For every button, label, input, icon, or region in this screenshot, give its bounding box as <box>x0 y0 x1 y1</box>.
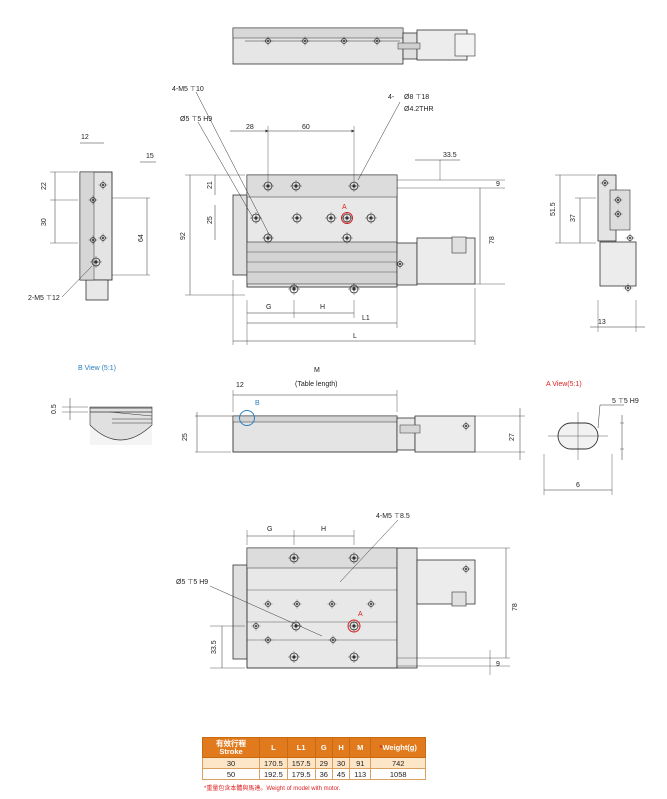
cell-weight: 1058 <box>370 768 427 780</box>
cell-M: 91 <box>349 757 372 769</box>
dim-25-top: 25 <box>207 216 214 224</box>
label-m5-bottom: 4-M5 ⊤8.5 <box>376 513 410 520</box>
header-stroke: 有效行程 Stroke <box>202 737 260 758</box>
dim-33-5: 33.5 <box>443 152 457 159</box>
dim-51-5: 51.5 <box>550 202 557 216</box>
dim-37: 37 <box>570 214 577 222</box>
a-view-spec: 5 ⊤5 H9 <box>612 398 639 405</box>
label-m5-top: 4-M5 ⊤10 <box>172 86 204 93</box>
label-a-marker-top: A <box>342 204 347 211</box>
label-thru-hole: Ø4.2THR <box>404 106 434 113</box>
dim-9-bottom: 9 <box>496 661 500 668</box>
header-weight: *Weight(g) <box>370 737 427 758</box>
cell-M: 113 <box>349 768 372 780</box>
dim-9-top: 9 <box>496 181 500 188</box>
header-M: M <box>349 737 372 758</box>
header-stroke-cn: 有效行程 <box>216 738 246 748</box>
dim-30: 30 <box>41 218 48 226</box>
weight-star: * <box>379 743 383 752</box>
cell-G: 29 <box>314 757 333 769</box>
dim-H-top: H <box>320 304 325 311</box>
dim-G-bottom: G <box>267 526 272 533</box>
dim-27: 27 <box>509 433 516 441</box>
table-row: 30 170.5 157.5 29 30 91 742 <box>202 757 427 769</box>
dim-64: 64 <box>138 234 145 242</box>
dim-M: M <box>314 367 320 374</box>
header-L1: L1 <box>286 737 316 758</box>
weight-note: *重量包含本體與馬達。Weight of model with motor. <box>204 786 341 792</box>
dim-22: 22 <box>41 182 48 190</box>
cell-stroke: 50 <box>202 768 260 780</box>
dim-78-bottom: 78 <box>512 603 519 611</box>
header-L: L <box>259 737 288 758</box>
label-counterbore-spec: Ø8 ⊤18 <box>404 94 429 101</box>
dim-12-side: 12 <box>236 382 244 389</box>
label-counterbore-qty: 4- <box>388 94 395 101</box>
header-H: H <box>331 737 351 758</box>
header-G: G <box>314 737 333 758</box>
label-a-marker-bottom: A <box>358 611 363 618</box>
header-stroke-en: Stroke <box>219 746 243 756</box>
side-elevation-view <box>195 390 525 460</box>
right-side-view <box>555 174 645 332</box>
cell-H: 30 <box>331 757 351 769</box>
dim-13: 13 <box>598 319 606 326</box>
table-row: 50 192.5 179.5 36 45 113 1058 <box>202 768 427 780</box>
bottom-view <box>209 519 510 675</box>
left-side-view <box>50 142 156 301</box>
main-top-view <box>185 91 505 345</box>
dim-78-top: 78 <box>489 236 496 244</box>
spec-table-header: 有效行程 Stroke L L1 G H M *Weight(g) <box>202 737 427 758</box>
dim-H-bottom: H <box>321 526 326 533</box>
dim-60: 60 <box>302 124 310 131</box>
dim-G-top: G <box>266 304 271 311</box>
cell-L1: 179.5 <box>286 768 316 780</box>
cell-weight: 742 <box>370 757 427 769</box>
dim-0-5: 0.5 <box>51 404 58 414</box>
dim-28: 28 <box>246 124 254 131</box>
dim-25-side: 25 <box>182 433 189 441</box>
dim-6: 6 <box>576 482 580 489</box>
dim-12-left: 12 <box>81 134 89 141</box>
top-mini-view <box>232 27 476 65</box>
cell-L1: 157.5 <box>286 757 316 769</box>
label-pin-bottom: Ø5 ⊤5 H9 <box>176 579 208 586</box>
dim-L: L <box>353 333 357 340</box>
cell-H: 45 <box>331 768 351 780</box>
cell-L: 192.5 <box>259 768 288 780</box>
a-view-detail <box>543 404 624 495</box>
cell-L: 170.5 <box>259 757 288 769</box>
dim-33-5-bottom: 33.5 <box>211 640 218 654</box>
b-view-title: B View (5:1) <box>78 365 116 372</box>
b-marker: B <box>255 400 260 407</box>
spec-table: 有效行程 Stroke L L1 G H M *Weight(g) 30 170… <box>202 737 427 780</box>
label-pin-top: Ø5 ⊤5 H9 <box>180 116 212 123</box>
dim-15: 15 <box>146 153 154 160</box>
b-view-detail <box>62 398 153 445</box>
dim-21: 21 <box>207 181 214 189</box>
weight-label: Weight(g) <box>382 743 417 752</box>
label-table-length: (Table length) <box>295 381 337 388</box>
dim-92: 92 <box>180 232 187 240</box>
dim-L1: L1 <box>362 315 370 322</box>
cell-G: 36 <box>314 768 333 780</box>
label-thread-left: 2-M5 ⊤12 <box>28 295 60 302</box>
a-view-title: A View(5:1) <box>546 381 582 388</box>
cell-stroke: 30 <box>202 757 260 769</box>
